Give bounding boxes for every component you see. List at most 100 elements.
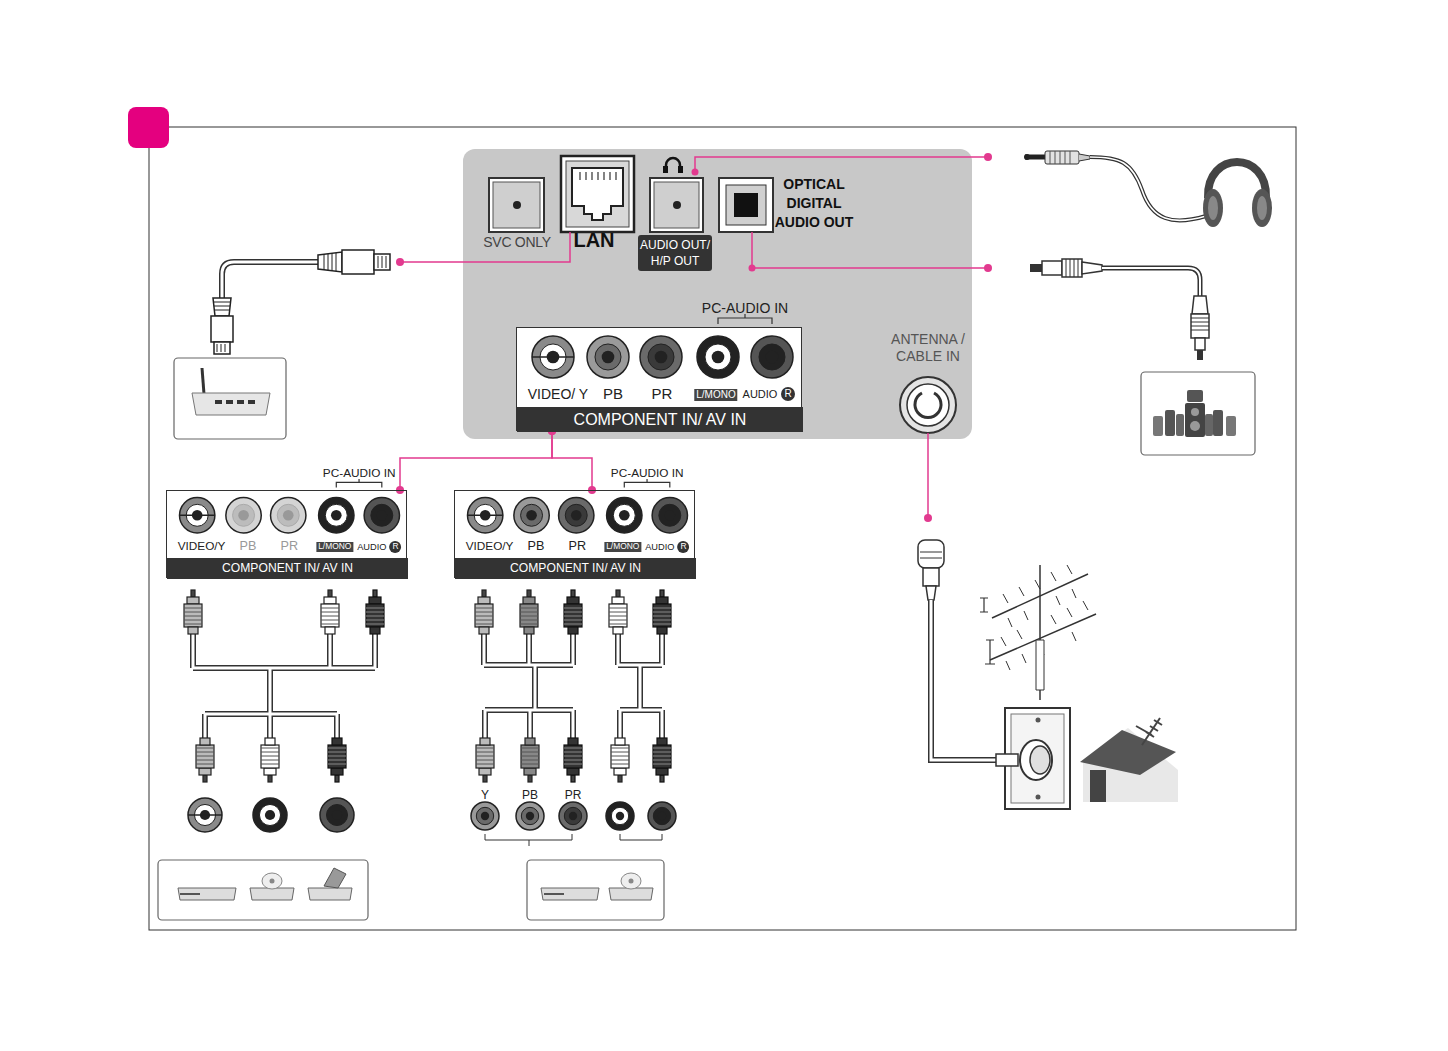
jack-label: R (390, 541, 402, 553)
jack-label: AUDIO (357, 542, 386, 553)
jack-label: L/MONO (316, 542, 353, 552)
rca-jack (226, 498, 261, 533)
svc-jack (489, 178, 544, 232)
rca-jack (697, 336, 739, 378)
cable (193, 634, 375, 738)
jack-label: PR (280, 539, 298, 554)
rca-plug (564, 590, 582, 634)
port-label: SVC ONLY (483, 234, 550, 250)
optical-cable (1030, 259, 1209, 360)
component-av-panel: PC-AUDIO INVIDEO/YPBPRL/MONOAUDIORCOMPON… (166, 490, 407, 578)
rca-plug (520, 590, 538, 634)
jack-label: PR (652, 385, 673, 402)
rca-jack (188, 798, 222, 832)
rca-jack (271, 498, 306, 533)
rca-jack (514, 498, 549, 533)
cable (193, 634, 375, 738)
rca-jack (751, 336, 793, 378)
rca-jack (253, 798, 287, 832)
jack-label: AUDIO (645, 542, 674, 553)
rca-plug (611, 738, 629, 782)
connector-group (396, 427, 556, 494)
jack-label: PB (522, 788, 538, 802)
cable (484, 634, 573, 738)
rca-jack (179, 498, 214, 533)
jack-label: VIDEO/Y (466, 540, 514, 554)
lan-port (561, 156, 634, 232)
rca-jack (364, 498, 399, 533)
wall-plate (996, 708, 1070, 809)
jack-label: R (781, 387, 795, 401)
strip-ground (516, 327, 802, 431)
jack-bracket (485, 834, 662, 846)
rca-jack (516, 802, 544, 830)
jack-label: VIDEO/ Y (528, 386, 588, 402)
rca-plug (196, 738, 214, 782)
rca-plug (564, 738, 582, 782)
antenna-jack (900, 377, 956, 433)
jack-label: L/MONO (694, 389, 737, 401)
jack-label: PC-AUDIO IN (323, 467, 396, 481)
rca-plug (366, 590, 384, 634)
rca-plug (261, 738, 279, 782)
jack-label: R (678, 541, 690, 553)
frame (149, 127, 1296, 930)
rca-jack (652, 498, 687, 533)
jack-label: VIDEO/Y (178, 540, 226, 554)
panel-band-label: COMPONENT IN/ AV IN (455, 558, 696, 579)
rca-plug (609, 590, 627, 634)
port-label: OPTICAL DIGITAL AUDIO OUT (771, 175, 857, 232)
rca-jack (640, 336, 682, 378)
component-av-panel: PC-AUDIO INVIDEO/ YPBPRL/MONOAUDIORCOMPO… (516, 327, 802, 431)
jack-label: Y (481, 788, 489, 802)
antenna-cable (918, 540, 1000, 760)
rca-jack (559, 802, 587, 830)
jack-label: PB (603, 385, 623, 402)
panel-band-label: COMPONENT IN/ AV IN (167, 558, 408, 579)
connector (400, 431, 552, 490)
cable (484, 634, 573, 738)
aerial (980, 565, 1096, 700)
tv-panel-ground (463, 149, 972, 439)
rca-jack (467, 498, 502, 533)
rca-jack (587, 336, 629, 378)
jack-label: AUDIO (743, 388, 778, 401)
cable (618, 634, 662, 738)
rca-plug (328, 738, 346, 782)
jack-label: PC-AUDIO IN (702, 300, 788, 316)
rca-jack (532, 336, 574, 378)
tv-rear-panel: SVC ONLYLANAUDIO OUT/ H/P OUTOPTICAL DIG… (463, 149, 972, 439)
house (1080, 718, 1178, 802)
rca-plug (475, 590, 493, 634)
jack-label: PB (528, 539, 545, 554)
speaker-system (1141, 372, 1255, 455)
jack-label: PR (565, 788, 582, 802)
jack-label: PB (240, 539, 257, 554)
rca-plug (184, 590, 202, 634)
headphones (1024, 151, 1272, 227)
step-marker (128, 107, 169, 148)
rca-jack (319, 498, 354, 533)
component-av-panel: PC-AUDIO INVIDEO/YPBPRL/MONOAUDIORCOMPON… (454, 490, 695, 578)
headphone-symbol (663, 158, 683, 173)
rca-plug (521, 738, 539, 782)
optical-jack (719, 178, 773, 232)
connector-group (548, 427, 596, 494)
device-box (158, 860, 368, 920)
rca-jack (648, 802, 676, 830)
jack-label: PC-AUDIO IN (611, 467, 684, 481)
jack-label: L/MONO (604, 542, 641, 552)
rca-plug (321, 590, 339, 634)
rca-plug (653, 590, 671, 634)
rca-plug (653, 738, 671, 782)
rca-jack (606, 802, 634, 830)
router-box (174, 358, 286, 439)
port-label: ANTENNA / CABLE IN (884, 331, 972, 365)
rca-jack (320, 798, 354, 832)
rca-jack (471, 802, 499, 830)
cable (618, 634, 662, 738)
port-label: AUDIO OUT/ H/P OUT (638, 235, 712, 271)
